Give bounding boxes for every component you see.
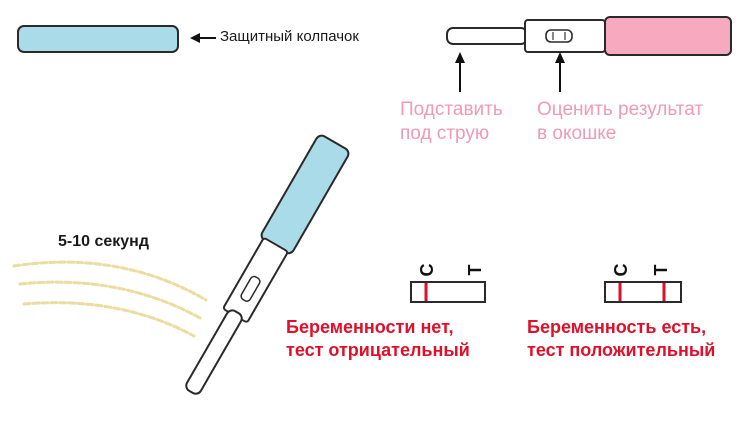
stick-handle: [604, 16, 732, 56]
result-window-positive: C T: [604, 264, 682, 303]
dip-instruction-line2: под струю: [400, 122, 490, 144]
timing-label: 5-10 секунд: [58, 233, 149, 250]
test-mark-negative: T: [465, 265, 485, 276]
dip-pointer-arrowhead: [455, 52, 465, 63]
negative-result-text: Беременности нет, тест отрицательный: [286, 316, 470, 361]
test-stick-angled: [185, 134, 350, 395]
read-pointer-arrowhead: [555, 52, 565, 63]
read-instruction-line1: Оценить результат: [537, 99, 704, 120]
positive-result-line2: тест положительный: [527, 339, 716, 360]
result-window-negative: C T: [410, 264, 486, 303]
negative-result-line1: Беременности нет,: [286, 317, 454, 337]
angled-stick-tip: [185, 309, 243, 395]
protective-cap: [17, 25, 179, 53]
urine-stream: [12, 260, 208, 338]
control-mark-positive: C: [611, 264, 631, 277]
dip-instruction: Подставить под струю: [400, 98, 503, 146]
dip-instruction-line1: Подставить: [400, 99, 503, 120]
read-instruction-line2: в окошке: [537, 122, 617, 144]
control-mark-negative: C: [417, 264, 437, 277]
cap-label: Защитный колпачок: [220, 28, 359, 45]
cap-pointer-arrowhead: [190, 33, 200, 43]
read-instruction: Оценить результат в окошке: [537, 98, 703, 146]
angled-stick-cap: [260, 134, 350, 255]
test-mark-positive: T: [651, 265, 671, 276]
negative-result-line2: тест отрицательный: [286, 339, 470, 360]
stick-absorbent-tip: [446, 27, 528, 45]
angled-stick-window: [240, 275, 261, 302]
positive-result-line1: Беременность есть,: [527, 317, 707, 337]
stick-window: [545, 29, 573, 43]
test-stick-top: [446, 16, 732, 56]
positive-result-text: Беременность есть, тест положительный: [527, 316, 715, 361]
